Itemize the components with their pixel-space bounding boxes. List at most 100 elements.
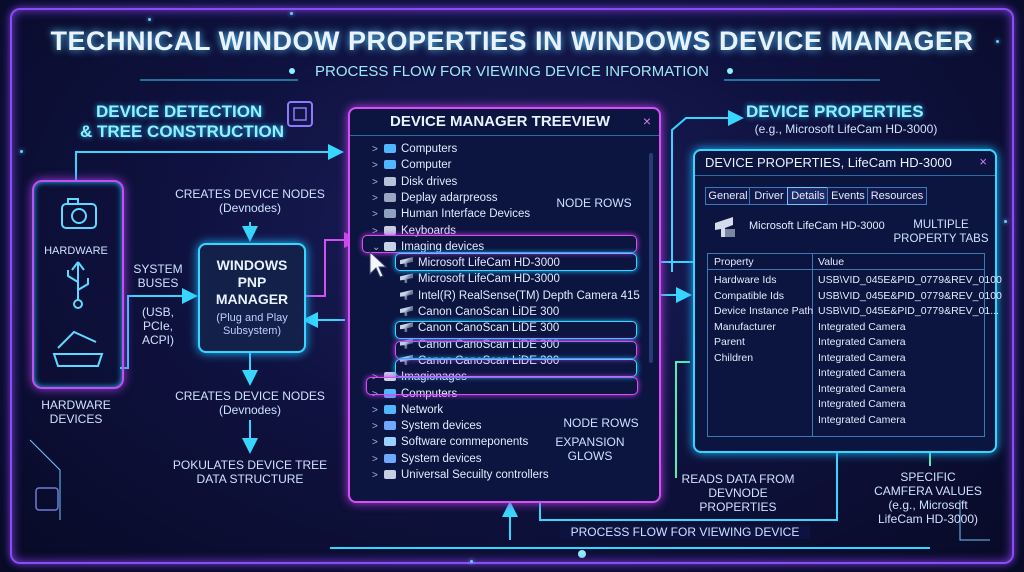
tab-details[interactable]: Details — [787, 187, 829, 205]
tree-row[interactable]: Canon CanoScan LiDE 300 — [400, 321, 559, 335]
multiple-tabs-line1: MULTIPLE — [913, 219, 969, 231]
creates-nodes-top-label: CREATES DEVICE NODES (Devnodes) — [170, 187, 330, 215]
chevron-right-icon[interactable]: > — [372, 437, 378, 449]
chevron-right-icon[interactable]: > — [372, 225, 378, 237]
property-name[interactable]: Device Instance Path — [714, 305, 814, 317]
tree-row-label: Canon CanoScan LiDE 300 — [418, 354, 560, 367]
tree-row[interactable]: >System devices — [372, 419, 482, 433]
tree-row-label: Human Interface Devices — [401, 208, 531, 221]
creates-nodes-top-line1: CREATES DEVICE NODES — [175, 187, 325, 201]
process-flow-label: PROCESS FLOW FOR VIEWING DEVICE — [560, 525, 810, 539]
property-value[interactable]: Integrated Camera — [818, 398, 906, 410]
property-value[interactable]: Integrated Camera — [818, 413, 906, 426]
display-adapter-icon — [384, 192, 396, 202]
property-value[interactable]: USB\VID_045E&PID_0779&REV_0100 — [818, 289, 1002, 302]
detection-heading: DEVICE DETECTION & TREE CONSTRUCTION — [80, 102, 284, 142]
tree-row-label: Network — [401, 403, 444, 416]
expansion-glows-label: EXPANSION GLOWS — [555, 435, 625, 463]
property-value[interactable]: USB\VID_045E&PID_0779&REV_0100 — [818, 274, 1002, 286]
column-header-property[interactable]: Property — [714, 256, 754, 268]
disk-drive-icon — [384, 176, 396, 186]
tab-general[interactable]: General — [705, 187, 751, 205]
tree-row[interactable]: Intel(R) RealSense(TM) Depth Camera 415 — [400, 289, 640, 303]
hardware-box — [32, 180, 124, 389]
property-value[interactable]: Integrated Camera — [818, 382, 906, 395]
hardware-devices-label: HARDWARE DEVICES — [28, 398, 124, 426]
properties-close-icon[interactable]: × — [979, 154, 987, 169]
chevron-right-icon[interactable]: > — [372, 453, 378, 465]
chevron-right-icon[interactable]: > — [372, 404, 378, 416]
tree-row[interactable]: Microsoft LifeCam HD-3000 — [400, 272, 560, 286]
property-value[interactable]: Integrated Camera — [818, 336, 906, 348]
tree-row[interactable]: > System devices — [372, 452, 482, 466]
detection-heading-line2: & TREE CONSTRUCTION — [80, 122, 284, 141]
mouse-cursor-icon — [369, 250, 388, 278]
tree-row-label: Computers — [401, 143, 458, 155]
tree-row[interactable]: Canon CanoScan LiDE 300 — [400, 305, 559, 319]
property-value[interactable]: Integrated Camera — [818, 320, 906, 333]
device-manager-treeview: DEVICE MANAGER TREEVIEW × >Computers>Com… — [348, 107, 661, 503]
camera-icon — [384, 372, 396, 382]
tree-row-label: Disk drives — [401, 175, 458, 188]
pnp-subtitle: (Plug and Play Subsystem) — [200, 312, 304, 338]
property-name[interactable]: Hardware Ids — [714, 274, 777, 286]
chevron-right-icon[interactable]: > — [372, 160, 378, 172]
column-header-value[interactable]: Value — [818, 256, 845, 268]
node-rows-top-label: NODE ROWS — [556, 196, 632, 210]
hardware-devices-line1: HARDWARE — [41, 398, 111, 412]
chevron-right-icon[interactable]: > — [372, 470, 378, 481]
node-row-highlight-1 — [395, 321, 637, 339]
treeview-scrollbar[interactable] — [649, 153, 653, 363]
chevron-down-icon[interactable]: ⌄ — [372, 241, 381, 253]
tree-row[interactable]: > Human Interface Devices — [372, 207, 530, 221]
device-properties-window: DEVICE PROPERTIES, LifeCam HD-3000 × Gen… — [693, 149, 1002, 453]
tree-row-label: Canon CanoScan LiDE 300 — [418, 322, 560, 335]
chevron-right-icon[interactable]: > — [372, 144, 378, 155]
tab-driver[interactable]: Driver — [749, 187, 789, 205]
tree-row[interactable]: > Disk drives — [372, 175, 457, 189]
tree-row[interactable]: >Computer — [372, 158, 452, 172]
page-title: TECHNICAL WINDOW PROPERTIES IN WINDOWS D… — [50, 26, 974, 56]
webcam-icon — [400, 322, 413, 333]
tree-row[interactable]: >Software commeponents — [372, 435, 528, 449]
glow-dot — [1004, 220, 1007, 223]
webcam-icon — [400, 273, 413, 284]
tree-row[interactable]: Microsoft LifeCam HD-3000 — [400, 256, 560, 270]
creates-nodes-bottom-line1: CREATES DEVICE NODES — [175, 389, 325, 403]
detection-heading-line1: DEVICE DETECTION — [96, 102, 263, 121]
system-devices-icon — [384, 421, 396, 431]
property-name[interactable]: Manufacturer — [714, 320, 776, 333]
chevron-right-icon[interactable]: > — [372, 176, 378, 188]
hardware-icons — [52, 198, 104, 367]
outer-frame — [10, 8, 1014, 564]
column-divider — [812, 254, 813, 436]
node-row-highlight-2 — [395, 341, 637, 359]
property-name[interactable]: Parent — [714, 336, 745, 348]
tree-row[interactable]: > Network — [372, 403, 443, 417]
tree-row-label: Computers — [401, 387, 458, 400]
properties-title: DEVICE PROPERTIES, LifeCam HD-3000 — [695, 151, 995, 176]
system-devices-icon — [384, 453, 396, 463]
hid-icon — [384, 209, 396, 219]
chevron-right-icon[interactable]: > — [372, 209, 378, 221]
tab-resources[interactable]: Resources — [867, 187, 927, 205]
tab-events[interactable]: Events — [827, 187, 869, 205]
tree-row[interactable]: >Keyboards — [372, 224, 456, 238]
chevron-right-icon[interactable]: > — [372, 421, 378, 433]
property-value[interactable]: Integrated Camera — [818, 367, 906, 379]
tree-row-label: Universal Secuilty controllers — [401, 469, 549, 481]
computer-icon — [384, 144, 396, 153]
system-buses-label: SYSTEM BUSES — [128, 262, 188, 290]
tree-row[interactable]: > Computers — [372, 142, 457, 156]
tree-row[interactable]: >Deplay adarpreoss — [372, 191, 498, 205]
tree-row-label: Microsoft LifeCam HD-3000 — [418, 257, 560, 270]
tree-row[interactable]: > Universal Secuilty controllers — [372, 468, 549, 482]
chevron-right-icon[interactable]: > — [372, 192, 378, 204]
property-name[interactable]: Children — [714, 351, 754, 364]
treeview-close-icon[interactable]: × — [642, 113, 651, 129]
property-value[interactable]: Integrated Camera — [818, 351, 906, 364]
property-name[interactable]: Compatible Ids — [714, 289, 785, 302]
property-value[interactable]: USB\VID_045E&PID_0779&REV_01... — [818, 305, 999, 317]
tree-row[interactable]: ⌄Imaging devices — [372, 240, 484, 254]
tree-row-label: System devices — [401, 452, 482, 465]
